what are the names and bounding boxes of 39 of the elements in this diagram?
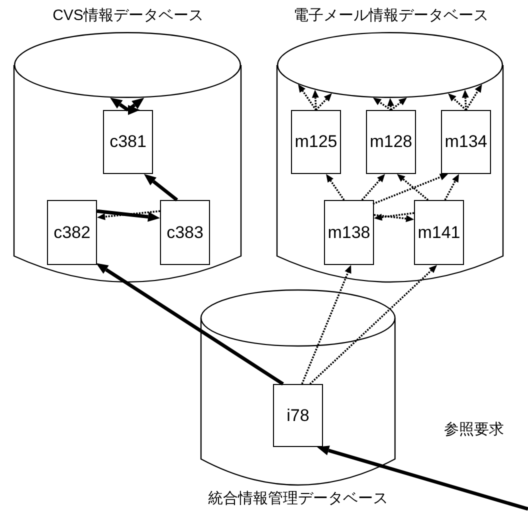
database-title: CVS情報データベース — [52, 6, 204, 25]
arrow — [374, 212, 414, 221]
arrow — [298, 84, 317, 111]
arrow — [374, 214, 414, 222]
record-box: c382 — [47, 200, 97, 265]
record-box: c383 — [160, 200, 210, 265]
database-title: 電子メール情報データベース — [292, 6, 490, 25]
arrow — [110, 98, 129, 112]
arrow — [312, 90, 319, 110]
edge-label: 参照要求 — [444, 420, 504, 439]
record-box: m138 — [324, 200, 374, 265]
record-box: m125 — [291, 110, 341, 174]
arrow — [390, 98, 407, 111]
arrow — [126, 98, 144, 112]
arrow — [326, 174, 345, 201]
arrow — [96, 263, 284, 386]
arrow — [444, 174, 459, 200]
arrow — [361, 174, 385, 201]
record-box: i78 — [273, 384, 323, 447]
cylinder-top — [277, 32, 503, 98]
arrow — [396, 174, 429, 201]
arrow — [372, 174, 448, 205]
record-box: m141 — [414, 200, 464, 265]
arrow — [373, 98, 392, 111]
arrow — [462, 90, 469, 110]
arrow — [448, 93, 467, 111]
arrow — [315, 93, 332, 111]
arrow — [387, 98, 394, 110]
record-box: m128 — [366, 110, 416, 174]
record-box: m134 — [441, 110, 491, 174]
cylinder-top — [14, 32, 241, 98]
database-title: 統合情報管理データベース — [207, 489, 389, 508]
arrow — [316, 446, 528, 511]
arrow — [465, 84, 482, 110]
arrow — [309, 265, 438, 385]
arrow — [144, 174, 178, 202]
arrow — [301, 265, 352, 384]
arrow — [126, 105, 140, 115]
record-box: c381 — [103, 110, 153, 174]
